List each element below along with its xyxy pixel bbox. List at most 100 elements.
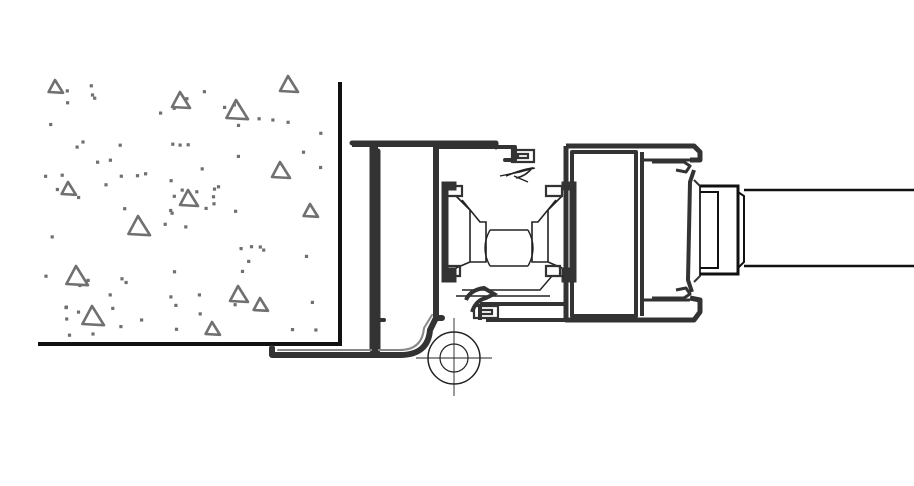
frame-chamber-right: [433, 144, 445, 321]
concrete-aggregate: [127, 214, 152, 237]
concrete-speckle: [304, 254, 309, 258]
concrete-aggregate: [252, 296, 270, 313]
concrete-speckle: [91, 332, 95, 336]
chamber-gasket-right-bottom: [544, 264, 562, 278]
concrete-speckle: [120, 277, 124, 281]
concrete-speckle: [86, 278, 90, 282]
concrete-speckle: [257, 117, 261, 121]
concrete-speckle: [108, 293, 112, 297]
concrete-speckle: [171, 142, 175, 146]
concrete-speckle: [75, 145, 79, 149]
concrete-speckle: [169, 208, 173, 213]
concrete-aggregate: [270, 160, 292, 180]
concrete-aggregate: [225, 98, 250, 121]
concrete-speckle: [186, 143, 190, 147]
concrete-speckle: [310, 300, 314, 304]
concrete-speckle: [314, 328, 318, 332]
concrete-speckle: [55, 187, 59, 192]
glazing-edge: [737, 191, 745, 269]
concrete-speckle: [223, 105, 227, 109]
concrete-speckle: [90, 93, 95, 97]
glazing-spacer-inner: [700, 191, 719, 269]
concrete-speckle: [258, 245, 262, 249]
concrete-speckle: [64, 306, 68, 310]
bead-lower-clip: [652, 286, 692, 300]
concrete-speckle: [233, 303, 237, 307]
concrete-speckle: [170, 211, 174, 215]
concrete-speckle: [184, 225, 188, 229]
concrete-speckle: [123, 207, 127, 211]
concrete-speckle: [212, 187, 217, 191]
concrete-speckle: [290, 328, 295, 332]
concrete-aggregate: [170, 90, 192, 110]
concrete-speckle: [172, 194, 176, 198]
glazing-spacer-outer: [700, 184, 740, 276]
outer-frame-profile: [269, 140, 517, 358]
concrete-speckle: [236, 123, 241, 127]
concrete-speckle: [163, 222, 167, 226]
concrete-speckle: [119, 325, 123, 329]
concrete-speckle: [319, 165, 323, 170]
concrete-speckle: [96, 160, 100, 164]
chamber-gasket-right: [544, 184, 564, 198]
lower-gasket: [472, 304, 500, 320]
upper-gasket: [510, 148, 536, 164]
concrete-speckle: [197, 293, 201, 297]
polyamide-right: [531, 195, 563, 269]
concrete-speckle: [50, 235, 54, 239]
chamber-gasket-left-bottom: [444, 264, 462, 278]
concrete-speckle: [195, 190, 199, 194]
concrete-speckle: [67, 333, 72, 337]
chamber-gasket-left: [444, 184, 464, 198]
concrete-aggregate: [81, 304, 106, 327]
concrete-aggregate: [278, 74, 300, 94]
concrete-speckle: [65, 317, 69, 321]
concrete-speckle: [172, 270, 177, 274]
concrete-speckle: [135, 174, 140, 178]
glazing-panel: [700, 184, 914, 276]
concrete-speckle: [180, 188, 184, 192]
concrete-speckle: [234, 209, 238, 213]
concrete-speckle: [140, 318, 144, 322]
concrete-speckle: [169, 295, 173, 299]
concrete-speckle: [236, 154, 240, 158]
center-gasket: [484, 229, 534, 267]
concrete-speckle: [118, 143, 122, 147]
concrete-speckle: [271, 118, 275, 122]
frame-bottom-flange: [269, 315, 443, 358]
concrete-speckle: [200, 167, 204, 171]
concrete-speckle: [240, 269, 245, 273]
concrete-hatch: [44, 74, 323, 337]
concrete-speckle: [77, 195, 81, 200]
concrete-speckle: [119, 174, 123, 178]
concrete-aggregate: [65, 264, 90, 287]
bead-gasket: [693, 179, 701, 283]
upper-gasket-hook: [505, 166, 534, 179]
sash-outer: [563, 143, 703, 323]
concrete-speckle: [124, 280, 128, 285]
gaskets: [444, 148, 564, 320]
concrete-speckle: [216, 185, 221, 189]
concrete-aggregate: [302, 202, 320, 219]
concrete-speckle: [44, 174, 48, 178]
concrete-wall: [38, 74, 342, 346]
concrete-speckle: [60, 173, 64, 177]
concrete-speckle: [66, 101, 70, 105]
bead-body: [686, 169, 696, 293]
concrete-speckle: [108, 158, 112, 162]
concrete-speckle: [301, 150, 306, 154]
concrete-speckle: [169, 179, 173, 183]
concrete-speckle: [76, 310, 81, 314]
concrete-speckle: [249, 245, 254, 249]
concrete-speckle: [89, 84, 93, 88]
glazing-bead: [652, 160, 701, 300]
concrete-speckle: [212, 202, 216, 206]
concrete-speckle: [262, 248, 266, 252]
frame-inner-top: [438, 145, 517, 162]
concrete-aggregate: [228, 284, 250, 304]
concrete-speckle: [185, 97, 189, 101]
concrete-speckle: [174, 303, 178, 307]
concrete-aggregate: [60, 180, 78, 197]
concrete-speckle: [198, 312, 202, 316]
